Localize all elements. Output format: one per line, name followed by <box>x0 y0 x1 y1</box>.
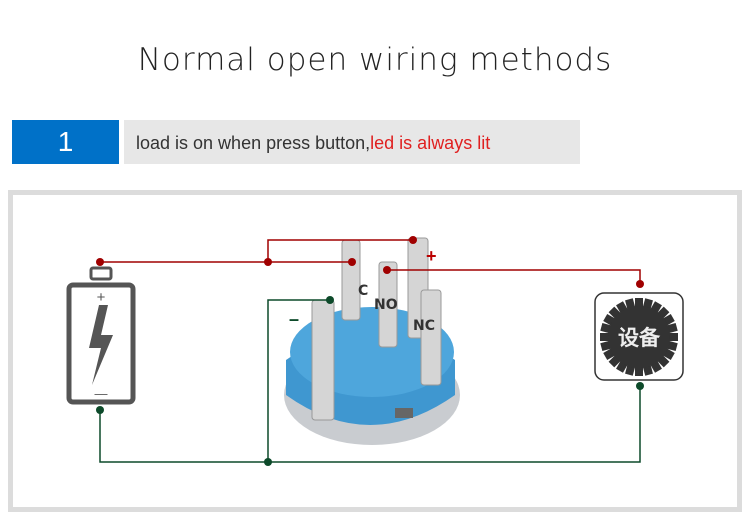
battery-icon: + — <box>66 266 136 405</box>
terminal-c-label: C <box>358 283 368 299</box>
push-button-switch: C NO NC + – <box>284 237 460 445</box>
terminal-nc-label: NC <box>413 318 435 334</box>
step-number-badge: 1 <box>12 120 119 164</box>
positive-wire <box>100 239 641 287</box>
terminal-no-label: NO <box>374 297 398 313</box>
page-title: Normal open wiring methods <box>137 42 613 78</box>
battery-plus-label: + <box>97 289 106 306</box>
gear-tooth <box>635 364 643 376</box>
led-minus-label: – <box>289 309 299 329</box>
gear-tooth <box>635 298 643 310</box>
device-label: 设备 <box>618 326 661 350</box>
negative-wire <box>99 299 641 463</box>
step-caption: load is on when press button,led is alwa… <box>124 120 580 164</box>
positive-wire-nodes <box>96 236 644 288</box>
caption-highlight: led is always lit <box>370 133 491 153</box>
load-device: 设备 <box>594 292 684 381</box>
led-plus-label: + <box>426 246 437 266</box>
negative-wire-nodes <box>96 296 644 466</box>
caption-text: load is on when press button, <box>136 133 371 153</box>
battery-minus-label: — <box>95 386 108 401</box>
